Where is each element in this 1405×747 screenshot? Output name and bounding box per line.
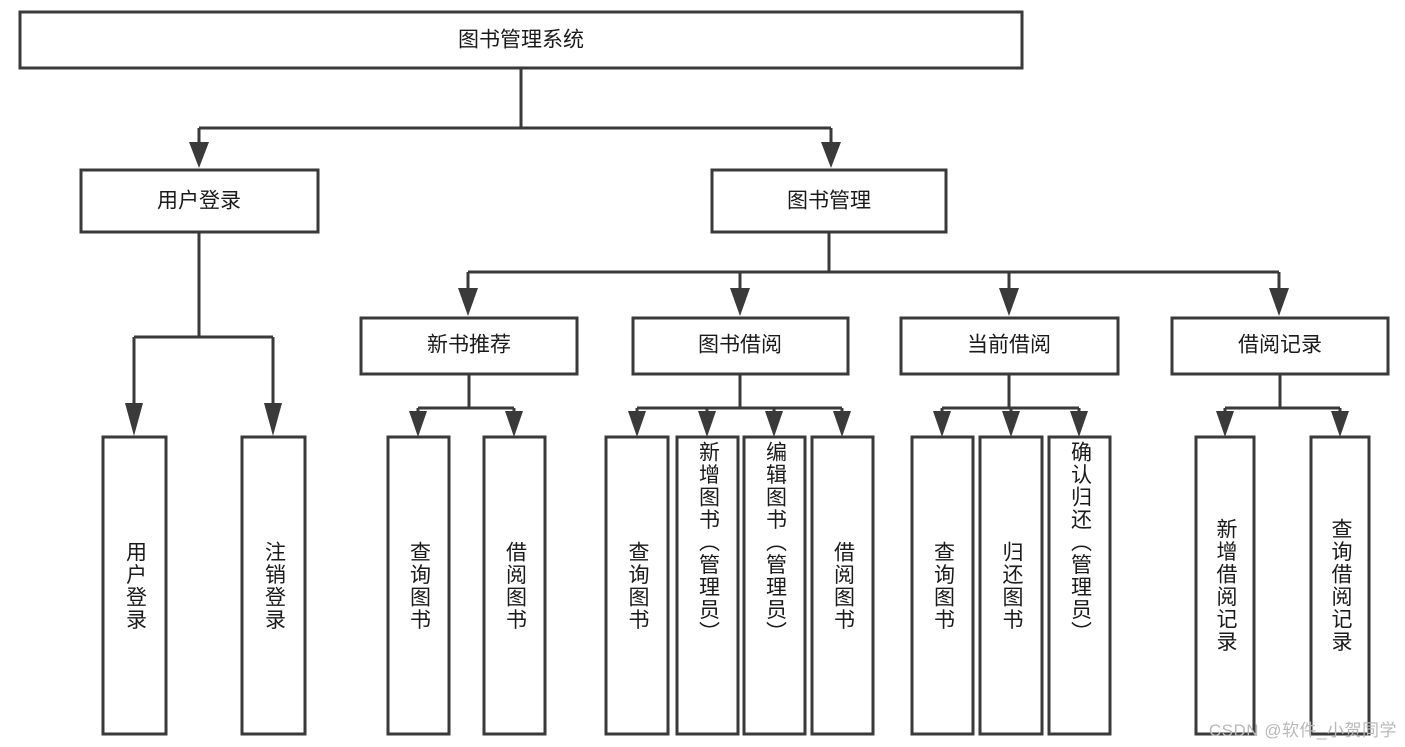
leaf-box-recommend-0[interactable] bbox=[386, 435, 451, 736]
leaf-box-recommend-1[interactable] bbox=[482, 435, 547, 736]
leaf-box-user-login-1[interactable] bbox=[240, 435, 307, 736]
arrowhead-level3-3 bbox=[1269, 288, 1289, 316]
arrowhead-current-2 bbox=[1070, 411, 1088, 437]
leaf-box-borrow-3[interactable] bbox=[810, 435, 875, 736]
leaf-box-borrow-0[interactable] bbox=[604, 435, 670, 736]
leaf-box-borrow-2[interactable] bbox=[742, 435, 807, 736]
arrowhead-current-1 bbox=[1002, 411, 1020, 437]
node-new-book-recommend-box[interactable] bbox=[359, 316, 579, 376]
arrowhead-borrow-3 bbox=[833, 411, 851, 437]
leaf-box-user-login-0[interactable] bbox=[101, 435, 168, 736]
leaf-box-record-1[interactable] bbox=[1309, 435, 1371, 736]
arrowhead-recommend-1 bbox=[505, 411, 523, 437]
arrowhead-level2-1 bbox=[821, 142, 841, 168]
node-current-borrow-box[interactable] bbox=[899, 316, 1120, 376]
arrowhead-current-0 bbox=[933, 411, 951, 437]
node-root-label: 图书管理系统 bbox=[458, 29, 584, 52]
arrowhead-borrow-1 bbox=[698, 411, 716, 437]
leaf-box-record-0[interactable] bbox=[1194, 435, 1256, 736]
leaf-box-current-2[interactable] bbox=[1047, 435, 1112, 736]
arrowhead-borrow-0 bbox=[628, 411, 646, 437]
arrowhead-level3-1 bbox=[730, 288, 750, 316]
arrowhead-user-login-0 bbox=[125, 403, 143, 436]
leaf-box-current-0[interactable] bbox=[910, 435, 975, 736]
arrowhead-record-0 bbox=[1216, 411, 1234, 437]
node-current-borrow-label: 当前借阅 bbox=[967, 334, 1051, 357]
arrowhead-record-1 bbox=[1331, 411, 1349, 437]
arrowhead-borrow-2 bbox=[765, 411, 783, 437]
leaf-box-current-1[interactable] bbox=[978, 435, 1044, 736]
arrowhead-level3-2 bbox=[999, 288, 1019, 316]
arrowhead-recommend-0 bbox=[409, 411, 427, 437]
node-borrow-record-label: 借阅记录 bbox=[1238, 334, 1322, 357]
arrowhead-user-login-1 bbox=[264, 403, 282, 436]
node-book-manage-box[interactable] bbox=[710, 168, 948, 234]
node-book-manage-label: 图书管理 bbox=[787, 190, 871, 213]
node-root-box[interactable] bbox=[18, 10, 1024, 70]
node-borrow-record-box[interactable] bbox=[1170, 316, 1390, 376]
arrowhead-level2-0 bbox=[189, 142, 209, 168]
leaf-box-borrow-1[interactable] bbox=[675, 435, 740, 736]
arrowhead-level3-0 bbox=[458, 288, 478, 316]
node-user-login-label: 用户登录 bbox=[157, 190, 241, 213]
node-new-book-recommend-label: 新书推荐 bbox=[427, 334, 511, 357]
node-book-borrow-box[interactable] bbox=[631, 316, 850, 376]
node-book-borrow-label: 图书借阅 bbox=[698, 334, 782, 357]
csdn-watermark: CSDN @软件_小贺同学 bbox=[1208, 721, 1397, 740]
